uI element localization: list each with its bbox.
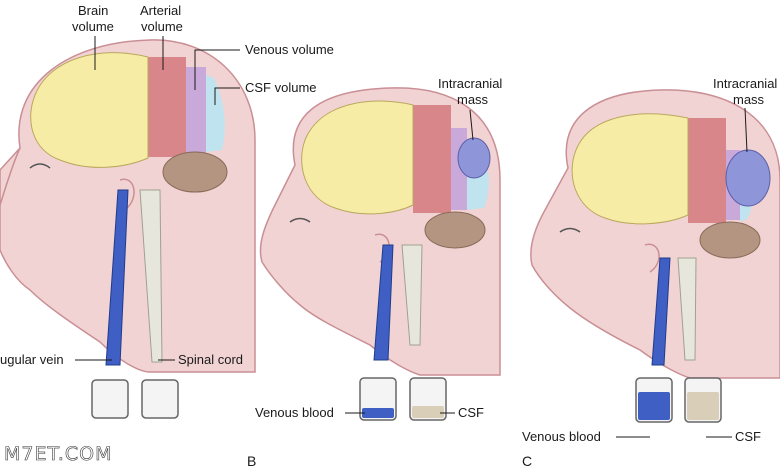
spinal-cord-b [401,244,423,346]
csf-level-c [687,392,719,420]
eye-c [559,227,581,233]
jugular-vein-c [651,257,671,366]
label-mass-b-line1: Intracranial [438,76,502,91]
venous-blood-level-b [362,408,394,418]
brain-c [571,113,689,225]
ear-c [644,243,660,273]
label-brain-volume-line1: Brain [78,3,108,18]
arterial-region-c [688,118,726,223]
label-mass-b-line2: mass [457,92,489,107]
csf-region-b [467,170,489,210]
label-mass-c-line1: Intracranial [713,76,777,91]
label-arterial-volume-line1: Arterial [140,3,181,18]
panel-letter-b: B [247,453,256,469]
eye-b [289,217,311,223]
jugular-vein-b [373,244,394,361]
label-arterial-volume-line2: volume [141,19,183,34]
label-csf-c: CSF [735,429,761,444]
cerebellum-a [162,151,228,193]
panel-c [530,89,780,423]
label-spinal-cord: Spinal cord [178,352,243,367]
brain-a [30,52,149,168]
brain-b [301,100,414,215]
arterial-region-b [413,105,451,213]
labels: Brain volume Arterial volume Venous volu… [0,3,777,469]
leader-mass-c [744,107,748,153]
leader-csf-volume [214,87,240,105]
face-profile-a [0,147,21,206]
csf-container-a [141,379,179,419]
leader-venous-volume [194,49,240,90]
watermark: M7ET.COM [4,443,113,465]
panel-a [0,39,256,419]
label-mass-c-line2: mass [733,92,765,107]
label-venous-volume: Venous volume [245,42,334,57]
csf-region-a [206,75,225,152]
venous-blood-level-c [638,392,670,420]
cerebellum-c [699,221,761,259]
label-csf-volume: CSF volume [245,80,317,95]
ear-a [119,178,135,211]
intracranial-mass-b [457,137,491,179]
intracranial-mass-c [725,149,771,207]
jugular-vein-a [105,189,129,366]
venous-container-a [91,379,129,419]
label-venous-blood-c: Venous blood [522,429,601,444]
label-jugular-vein: ugular vein [0,352,64,367]
panel-letter-c: C [522,453,532,469]
label-venous-blood-b: Venous blood [255,405,334,420]
leader-lines [75,36,748,438]
panel-b [259,87,501,421]
cerebellum-b [424,211,486,249]
csf-level-b [412,406,444,418]
label-brain-volume-line2: volume [72,19,114,34]
spinal-cord-a [139,189,163,363]
venous-region-a [186,67,206,155]
arterial-region-a [148,57,186,157]
label-csf-b: CSF [458,405,484,420]
eye-a [29,163,51,169]
leader-mass-b [469,109,474,141]
spinal-cord-c [677,257,697,361]
